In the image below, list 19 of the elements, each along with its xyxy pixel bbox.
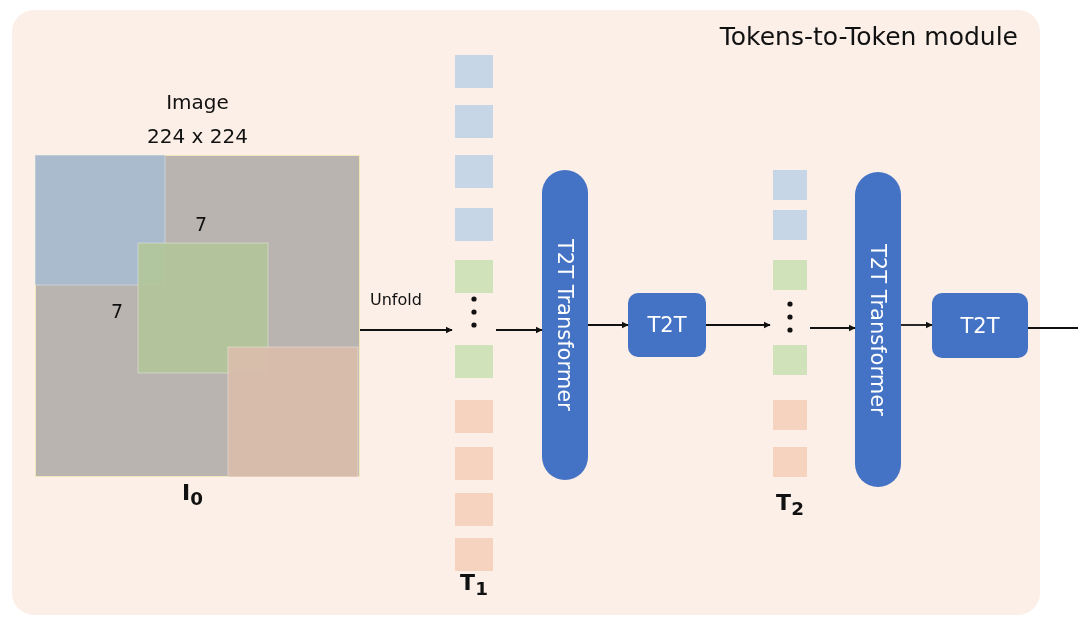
process-box: T2T — [628, 293, 706, 357]
panel-title: Tokens-to-Token module — [719, 22, 1018, 51]
process-box: T2T — [932, 293, 1028, 358]
transformer-block: T2T Transformer — [542, 170, 588, 480]
transformer-block: T2T Transformer — [855, 172, 901, 487]
arrow — [900, 321, 933, 329]
arrow — [809, 324, 856, 332]
image-label: I$_{0}$ — [182, 480, 203, 510]
arrow — [587, 321, 629, 329]
token-label: T$_{2}$ — [775, 490, 805, 520]
image-heading: Image 224 x 224 — [146, 89, 249, 150]
arrow — [495, 326, 543, 334]
arrow — [359, 326, 453, 334]
connector-line — [1027, 327, 1078, 329]
patch-size-label: 7 — [195, 213, 208, 235]
token-label: T$_{1}$ — [459, 570, 489, 600]
module-panel — [12, 10, 1040, 615]
patch-size-label: 7 — [111, 300, 124, 322]
arrow — [705, 321, 771, 329]
